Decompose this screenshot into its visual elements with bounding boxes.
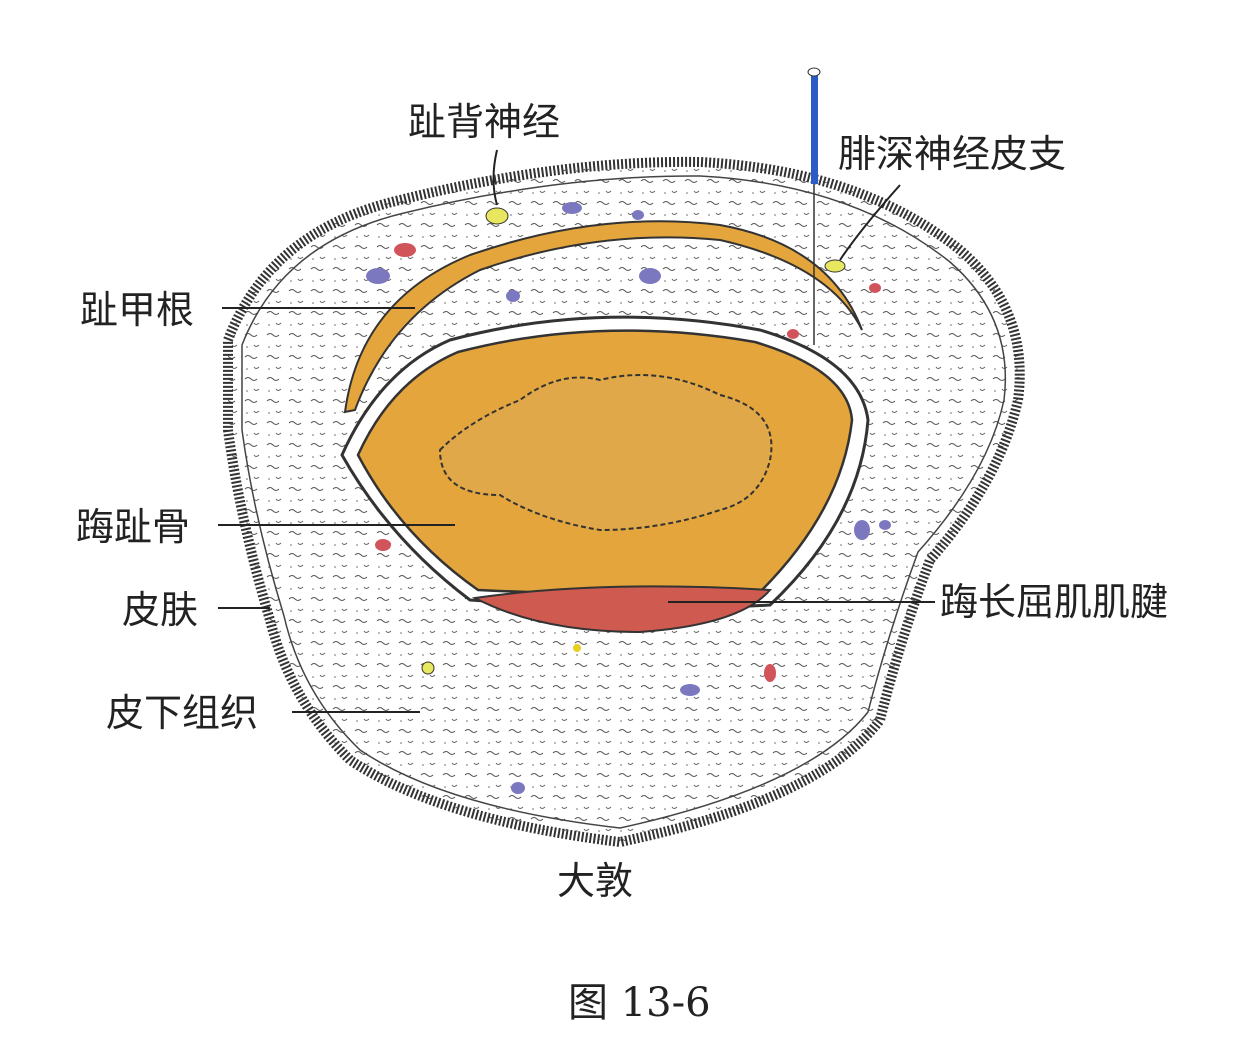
nail-root — [343, 220, 863, 414]
label-deep-peroneal-cutaneous: 腓深神经皮支 — [838, 132, 1067, 176]
label-acupoint-dadun: 大敦 — [557, 859, 634, 903]
flexor-tendon — [471, 585, 773, 634]
label-hallux-bone: 踇趾骨 — [76, 505, 191, 549]
skin-inner-line — [241, 175, 1007, 829]
label-skin: 皮肤 — [122, 588, 199, 632]
label-subcutaneous-tissue: 皮下组织 — [106, 691, 259, 735]
label-dorsal-digital-nerve: 趾背神经 — [408, 100, 561, 144]
label-flexor-tendon: 踇长屈肌肌腱 — [940, 580, 1169, 624]
label-nail-root: 趾甲根 — [80, 288, 195, 332]
figure-caption: 图 13-6 — [568, 980, 711, 1026]
vessels — [366, 202, 891, 794]
acupuncture-needle — [807, 67, 821, 345]
leader-lines — [218, 149, 935, 713]
marrow — [438, 374, 773, 532]
